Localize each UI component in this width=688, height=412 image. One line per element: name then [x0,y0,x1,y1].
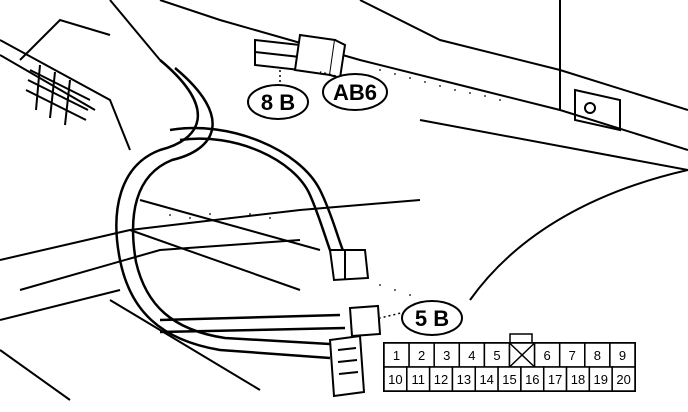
pin-number: 17 [548,372,562,387]
pin-number: 5 [493,348,500,363]
callout-ab6-label: AB6 [333,80,377,105]
top-connector-ab6 [293,33,347,80]
pin-number: 15 [502,372,516,387]
pin-number: 1 [393,348,400,363]
vent-grille [25,64,91,126]
pin-number: 3 [443,348,450,363]
large-harness-connector [328,334,366,398]
pin-number: 16 [525,372,539,387]
pin-cell [611,366,636,392]
pin-number: 14 [479,372,493,387]
pin-number: 18 [571,372,585,387]
dash-panel-lines [0,0,688,401]
callout-5b: 5 B [401,300,463,336]
pin-number: 10 [388,372,402,387]
pin-number: 6 [544,348,551,363]
top-connector-8b [254,38,301,72]
pin-number: 19 [594,372,608,387]
pin-number: 4 [468,348,475,363]
blank-pin-cross [508,342,536,368]
pin-cell [408,342,435,368]
callout-ab6: AB6 [322,73,388,111]
wire-harness [115,59,352,360]
callout-5b-label: 5 B [415,306,449,331]
pin-number: 8 [594,348,601,363]
callout-8b-label: 8 B [261,90,295,115]
mid-connector [328,249,370,282]
pin-number: 12 [434,372,448,387]
pin-number: 20 [616,372,630,387]
pin-number: 11 [411,372,425,387]
stipple-shading [169,69,501,296]
pin-number: 9 [619,348,626,363]
pin-number: 2 [418,348,425,363]
connector-5b-body [348,304,382,338]
pin-number: 13 [457,372,471,387]
pin-cell [609,342,636,368]
pinout-key-tab [509,333,533,344]
pin-number: 7 [569,348,576,363]
callout-8b: 8 B [247,84,309,120]
pin-cell [558,342,586,368]
